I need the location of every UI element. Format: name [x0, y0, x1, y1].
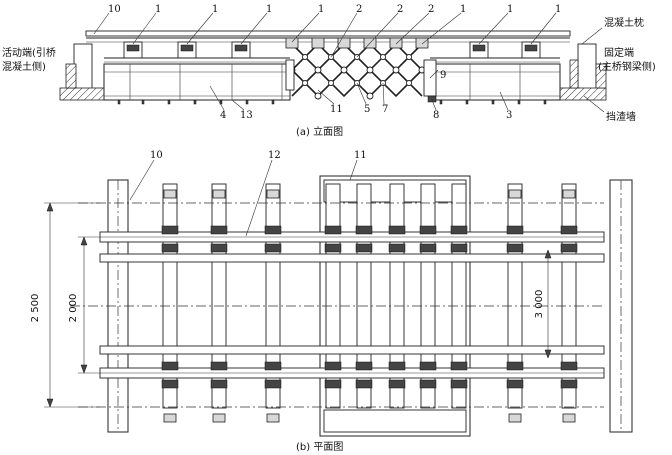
scissor-linkage [285, 37, 429, 100]
right-end-label-line2: (主桥钢梁侧) [598, 60, 656, 73]
part-number-7: 7 [382, 104, 388, 115]
part-number-1c: 1 [266, 4, 272, 15]
right-end-label-line1: 固定端 [604, 46, 634, 59]
plan-rails [99, 231, 605, 379]
sleeper-label: 混凝土枕 [604, 16, 644, 29]
part-number-2a: 2 [356, 4, 362, 15]
dimension-2500: 2 500 [30, 294, 41, 323]
elevation-view: 10 1 1 1 1 2 2 2 1 1 1 4 13 11 5 7 8 3 9… [2, 4, 656, 138]
part-number-1a: 1 [155, 4, 161, 15]
part-number-9: 9 [440, 70, 446, 81]
part-number-13: 13 [240, 110, 253, 121]
dimension-3000: 3 000 [534, 290, 545, 319]
part-number-5: 5 [364, 104, 370, 115]
part-number-2b: 2 [397, 4, 403, 15]
left-end-label-line2: 混凝土侧) [2, 60, 46, 73]
part-number-10: 10 [108, 4, 121, 15]
plan-part-number-10: 10 [150, 150, 163, 161]
part-number-11: 11 [330, 104, 343, 115]
part-number-4: 4 [220, 110, 226, 121]
part-number-3: 3 [506, 110, 512, 121]
dimension-lines [44, 202, 549, 408]
part-number-1g: 1 [555, 4, 561, 15]
plan-view: 2 500 2 000 3 000 10 12 11 (b) 平面图 [30, 150, 633, 453]
plan-part-number-11: 11 [354, 150, 367, 161]
retaining-wall-label: 挡渣墙 [606, 110, 636, 123]
elevation-caption: (a) 立面图 [296, 125, 343, 138]
right-abutment [559, 43, 607, 101]
part-number-1e: 1 [460, 4, 466, 15]
plan-fasteners-lower [161, 361, 578, 389]
left-abutment [59, 43, 105, 101]
fastener-group-right [469, 41, 541, 59]
plan-part-number-12: 12 [268, 150, 281, 161]
part-number-8: 8 [433, 110, 439, 121]
part-number-1d: 1 [318, 4, 324, 15]
dimension-2000: 2 000 [68, 294, 79, 323]
plan-caption: (b) 平面图 [296, 441, 343, 453]
left-end-label-line1: 活动端(引桥 [2, 46, 56, 59]
part-number-1f: 1 [507, 4, 513, 15]
part-number-1b: 1 [212, 4, 218, 15]
plan-fasteners-upper [161, 225, 578, 253]
part-number-2c: 2 [428, 4, 434, 15]
fastener-group-left [123, 41, 251, 59]
